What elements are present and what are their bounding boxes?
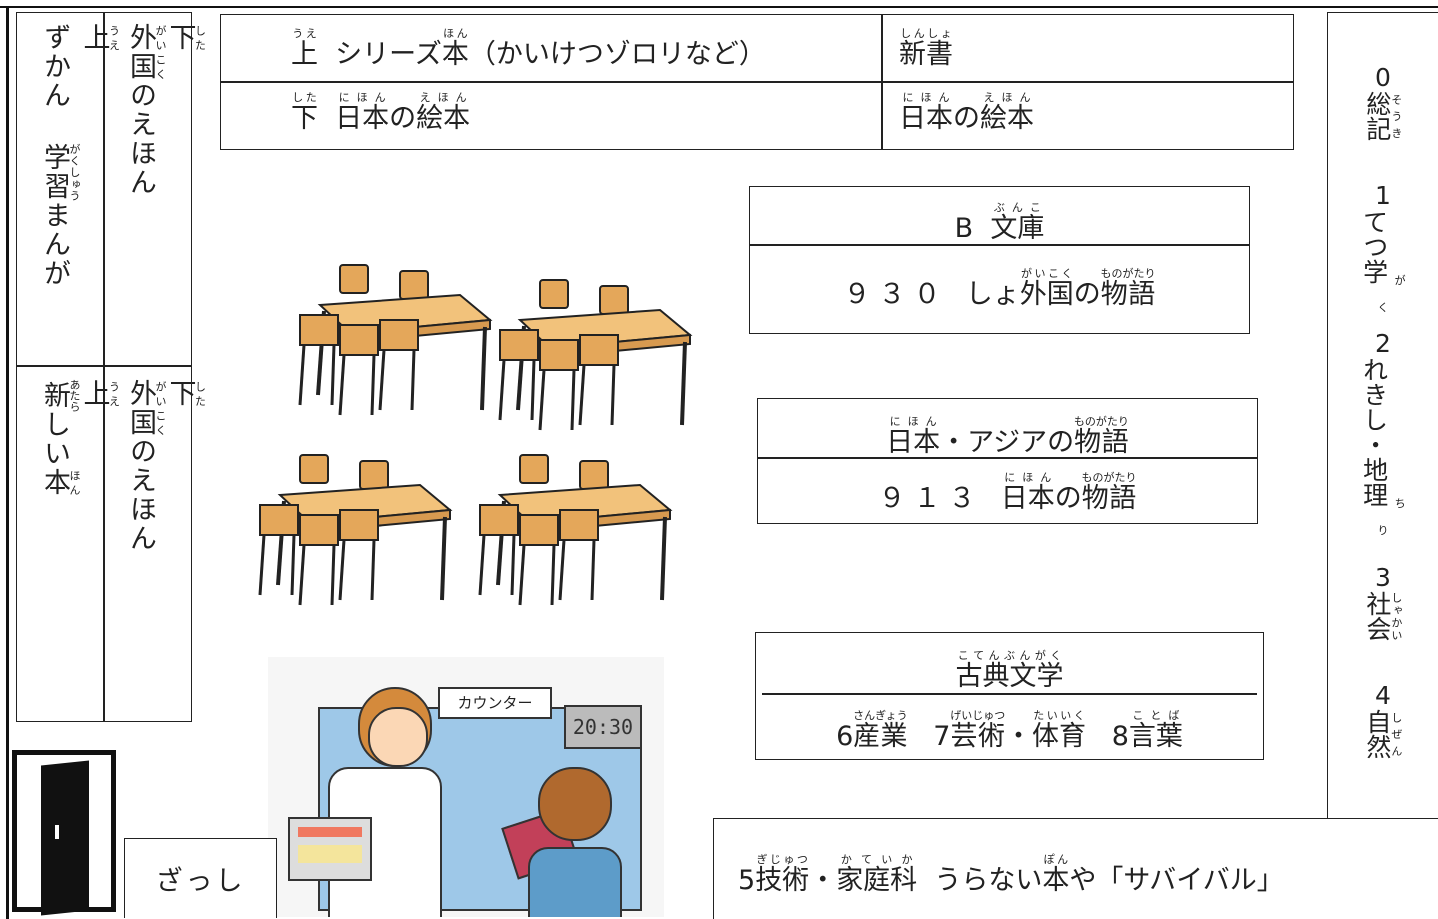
child-head [538,767,612,841]
top-shelf: 上うえ シリーズ本ほん（かいけつゾロリなど） 新書しんしょ 下した 日本にほんの… [220,14,1294,150]
top-shelf-divider-h [221,81,1293,83]
table-icon [498,278,692,432]
shelf-japan-top-label: 日本にほん・アジアの物語ものがたり [886,415,1129,458]
left-shelf-unit: 上うえ ずかん 学習がくしゅうまんが 下した 外国がいこくのえほん 上うえ 新あ… [16,12,207,722]
counter-sign: カウンター [438,687,552,719]
shelf-classic-bottom-label: 6産業さんぎょう 7芸術げいじゅつ・体育たいいく 8言葉ことば [836,709,1183,752]
left-shelf-divider [103,13,105,721]
left-shelf-divider-h [17,365,191,367]
shelf-top-left-label: 上うえ ずかん 学習がくしゅうまんが [39,23,121,288]
top-shelf-lower-right-label: 日本にほんの絵本えほん [899,91,1034,134]
shelf-classic-top-label: 古典文学こてんぶんがく [955,649,1064,692]
shelf-bunko-bottom-label: ９３０ しょ外国がいこくの物語ものがたり [843,267,1156,310]
right-shelf-4: 4 自然しぜん [1362,681,1403,760]
shelf-classic: 古典文学こてんぶんがく 6産業さんぎょう 7芸術げいじゅつ・体育たいいく 8言葉… [755,632,1264,760]
shelf-bunko: B 文庫ぶんこ ９３０ しょ外国がいこくの物語ものがたり [749,186,1250,334]
bottom-shelf-label: 5技術ぎじゅつ・家庭科かていか うらない本ぽんや「サバイバル」 [738,853,1284,896]
shelf-japan: 日本にほん・アジアの物語ものがたり ９１３ 日本にほんの物語ものがたり [757,398,1258,524]
door-icon [12,750,116,916]
shelf-classic-divider [762,693,1257,695]
magazine-shelf: ざっし [124,838,277,918]
shelf-bottom-right-label: 下した 外国がいこくのえほん [125,379,207,553]
shelf-bottom-left-label: 上うえ 新あたらしい本ほん [39,379,121,497]
shelf-bunko-divider [750,244,1249,246]
table-icon [478,453,672,607]
top-shelf-upper-right-label: 新書しんしょ [899,27,953,70]
counter-illustration: カウンター 20:30 [268,657,664,917]
top-shelf-upper-label: 上うえ シリーズ本ほん（かいけつゾロリなど） [291,27,766,70]
floor-plan-left-wall [6,6,9,919]
bottom-shelf: 5技術ぎじゅつ・家庭科かていか うらない本ぽんや「サバイバル」 [713,818,1438,919]
child-body [528,847,622,917]
top-shelf-lower-label: 下した 日本にほんの絵本えほん [291,91,471,134]
table-icon [258,453,452,607]
right-shelf: 0 総記そうき 1 てつ学 がく 2 れきし・地理 ちり 3 社会しゃかい 4 … [1327,12,1438,820]
computer-monitor [288,817,372,881]
right-shelf-0: 0 総記そうき [1362,63,1403,142]
floor-plan-top-wall [0,6,1438,8]
shelf-japan-divider [758,457,1257,459]
shelf-japan-bottom-label: ９１３ 日本にほんの物語ものがたり [878,471,1137,514]
librarian-figure [338,687,448,807]
right-shelf-1: 1 てつ学 がく [1359,181,1406,314]
reading-tables [258,263,692,607]
table-icon [298,263,492,417]
magazine-label: ざっし [155,866,246,897]
shelf-top-right-label: 下した 外国がいこくのえほん [125,23,207,197]
counter-clock: 20:30 [564,705,642,749]
shelf-bunko-top-label: B 文庫ぶんこ [954,201,1045,244]
right-shelf-2: 2 れきし・地理 ちり [1359,329,1406,537]
right-shelf-3: 3 社会しゃかい [1362,563,1403,642]
